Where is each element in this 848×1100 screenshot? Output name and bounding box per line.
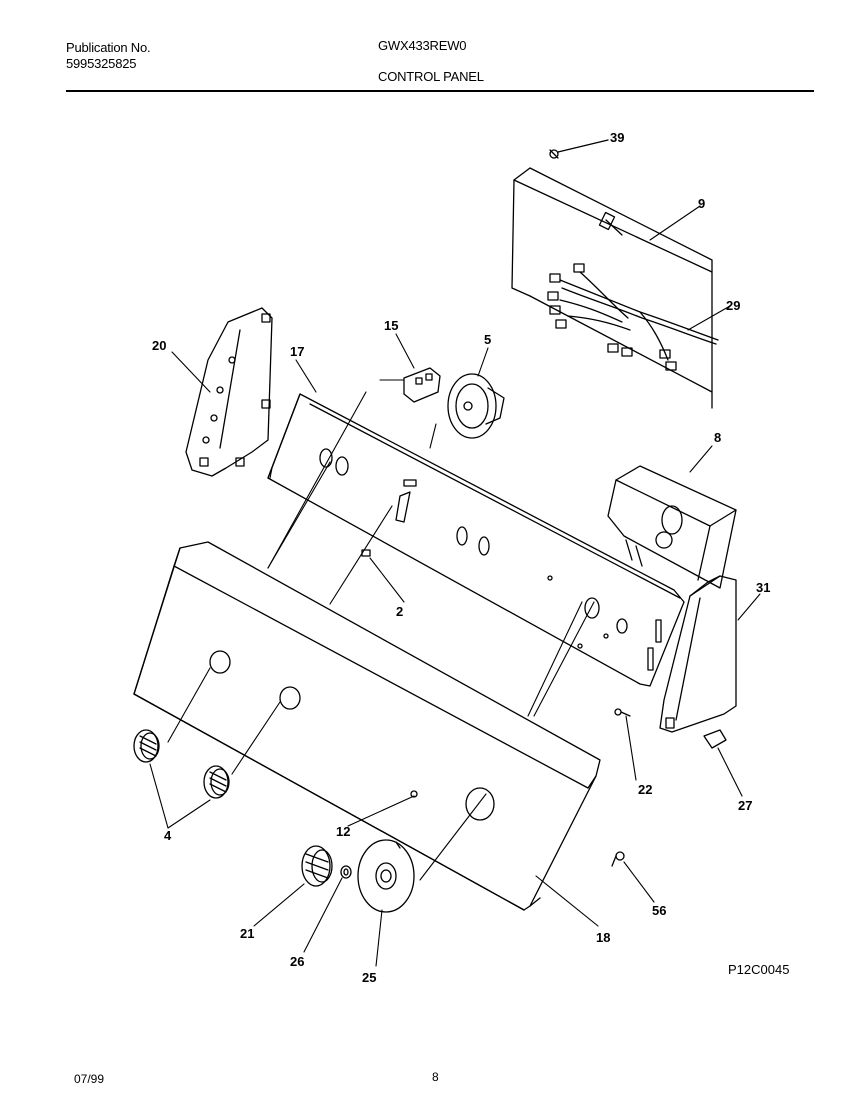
callout-39: 39 xyxy=(610,130,624,145)
callout-15: 15 xyxy=(384,318,398,333)
callout-21: 21 xyxy=(240,926,254,941)
callout-20: 20 xyxy=(152,338,166,353)
callout-26: 26 xyxy=(290,954,304,969)
callout-5: 5 xyxy=(484,332,491,347)
callout-27: 27 xyxy=(738,798,752,813)
screw-part-56 xyxy=(611,851,625,867)
section-title: CONTROL PANEL xyxy=(378,69,484,84)
callout-2: 2 xyxy=(396,604,403,619)
screw-part-39 xyxy=(549,139,609,159)
knob-part-21 xyxy=(301,845,333,887)
callout-18: 18 xyxy=(596,930,610,945)
clip-part-27 xyxy=(703,729,727,749)
callout-22: 22 xyxy=(638,782,652,797)
console-panel-part-18 xyxy=(133,541,601,911)
diagram-code: P12C0045 xyxy=(728,962,789,977)
leader-lines xyxy=(149,205,761,967)
clip-part-2 xyxy=(361,491,411,557)
washer-part-26 xyxy=(340,865,352,879)
footer-date: 07/99 xyxy=(74,1072,105,1086)
rear-panel-part-9 xyxy=(511,167,713,409)
callouts: 39 9 29 20 17 15 5 8 31 2 22 27 4 12 21 … xyxy=(152,130,770,985)
wire-harness-part-29 xyxy=(547,263,719,371)
switch-part-15 xyxy=(403,367,441,403)
header-rule xyxy=(66,90,814,92)
knob-part-4-upper xyxy=(133,729,160,763)
callout-12: 12 xyxy=(336,824,350,839)
callout-29: 29 xyxy=(726,298,740,313)
callout-31: 31 xyxy=(756,580,770,595)
model-number: GWX433REW0 xyxy=(378,38,467,53)
callout-9: 9 xyxy=(698,196,705,211)
dial-part-25 xyxy=(357,839,415,913)
timer-part-5 xyxy=(447,373,505,439)
callout-25: 25 xyxy=(362,970,376,985)
publication-number: 5995325825 xyxy=(66,56,137,71)
switch-assembly-part-8 xyxy=(607,465,737,589)
page-number: 8 xyxy=(432,1070,439,1084)
end-cap-part-31 xyxy=(659,575,737,733)
callout-17: 17 xyxy=(290,344,304,359)
callout-4: 4 xyxy=(164,828,172,843)
screw-part-12 xyxy=(410,790,418,798)
publication-label: Publication No. xyxy=(66,40,151,55)
control-panel-part-17 xyxy=(267,393,685,687)
callout-56: 56 xyxy=(652,903,666,918)
callout-8: 8 xyxy=(714,430,721,445)
end-cap-part-20 xyxy=(185,307,273,477)
knob-part-4-lower xyxy=(203,765,230,799)
screw-part-22 xyxy=(614,708,631,717)
